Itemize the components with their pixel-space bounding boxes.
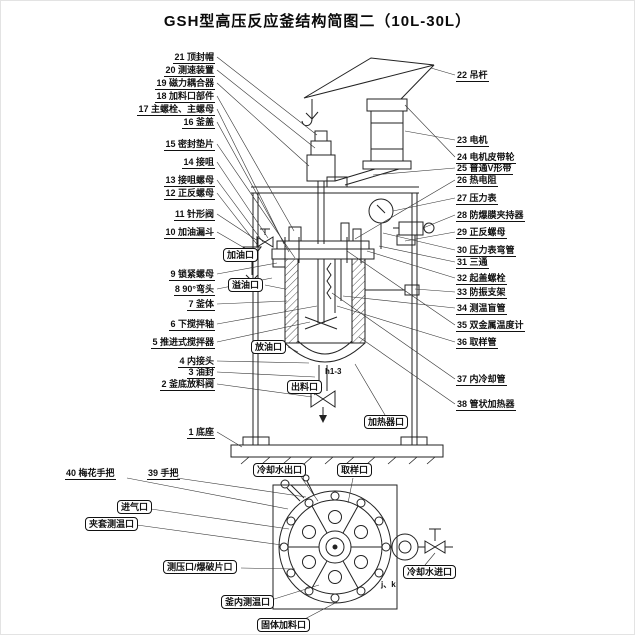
part-label: 4 内接头 [178,356,215,368]
part-label: 20 测速装置 [164,65,215,77]
part-label: 11 针形阀 [173,209,215,221]
part-label: 1 底座 [187,427,215,439]
part-label: 7 釜体 [187,299,215,311]
part-label: 14 接咀 [182,157,215,169]
part-label: 10 加油漏斗 [164,227,215,239]
part-label: 3 油封 [187,367,215,379]
part-label: 32 起盖螺栓 [456,273,507,285]
part-label: 35 双金属温度计 [456,320,525,332]
port-label: 冷却水进口 [403,565,457,579]
dimension-note: j、k [381,580,396,589]
leader-lines [126,56,456,622]
port-label: 测压口/爆破片口 [163,560,237,574]
part-label: 9 锁紧螺母 [169,269,215,281]
part-label: 27 压力表 [456,193,498,205]
part-label: 37 内冷却管 [456,374,507,386]
part-label: 15 密封垫片 [164,139,215,151]
part-label: 18 加料口部件 [155,91,215,103]
part-label: 2 釜底放料阀 [160,379,215,391]
part-label: 21 顶封帽 [173,52,215,64]
part-label: 13 接咀螺母 [164,175,215,187]
part-label: 38 管状加热器 [456,399,516,411]
port-label: 加热器口 [364,415,409,429]
port-label: 釜内测温口 [221,595,275,609]
part-label: 6 下搅拌轴 [169,319,215,331]
part-label: 8 90°弯头 [173,284,215,296]
port-label: 放油口 [251,340,287,354]
port-label: 夹套测温口 [85,517,139,531]
part-label: 29 正反螺母 [456,227,507,239]
part-label: 25 普通V形带 [456,163,513,175]
port-label: 溢油口 [228,278,264,292]
port-label: 出料口 [287,380,323,394]
part-label: 19 磁力耦合器 [155,78,215,90]
part-label: 16 釜盖 [182,117,215,129]
part-label: 28 防爆膜夹持器 [456,210,525,222]
part-label: 33 防振支架 [456,287,507,299]
port-label: 取样口 [337,463,373,477]
part-label: 17 主螺栓、主螺母 [137,104,215,116]
part-label: 31 三通 [456,257,489,269]
lid-ports [302,510,368,584]
port-label: 固体加料口 [257,618,311,632]
diagram-title: GSH型高压反应釜结构简图二（10L-30L） [163,13,472,30]
part-label: 12 正反螺母 [164,188,215,200]
part-label: 23 电机 [456,135,489,147]
part-label: 26 热电阻 [456,175,498,187]
part-label: 36 取样管 [456,337,498,349]
part-label: 34 测温盲管 [456,303,507,315]
dimension-note: h1-3 [325,367,342,376]
part-label: 30 压力表弯管 [456,245,516,257]
part-label: 40 梅花手把 [65,468,116,480]
part-label: 22 吊杆 [456,70,489,82]
port-label: 进气口 [117,500,153,514]
part-label: 39 手把 [147,468,180,480]
part-label: 5 推进式搅拌器 [151,337,215,349]
lid-top-view [272,474,453,610]
part-label: 24 电机皮带轮 [456,152,516,164]
port-label: 冷却水出口 [253,463,307,477]
front-view [230,57,444,465]
port-label: 加油口 [223,248,259,262]
